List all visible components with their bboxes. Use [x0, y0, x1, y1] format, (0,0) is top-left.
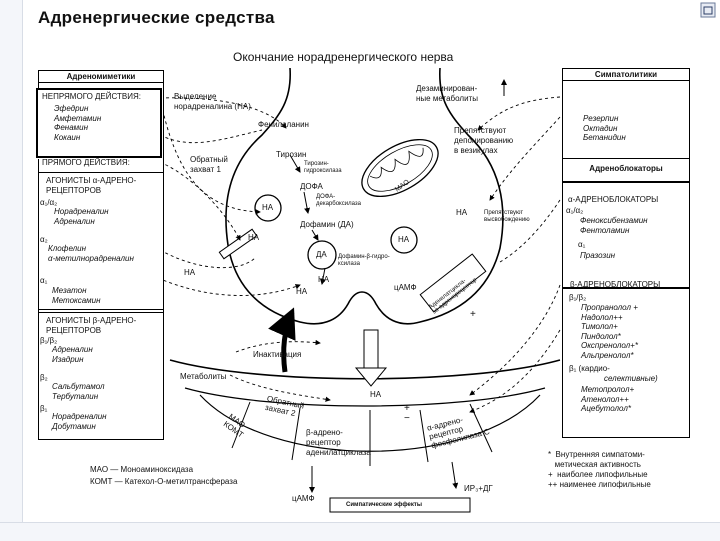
na-cleft: НА	[370, 390, 382, 399]
rb-beta1-sub: селективные)	[604, 374, 658, 383]
rb-beta1-drugs: Метопролол+ Атенолол++ Ацебутолол*	[581, 385, 635, 414]
beta-agonists-title: АГОНИСТЫ β-АДРЕНО- РЕЦЕПТОРОВ	[46, 316, 137, 335]
mitochondrion	[361, 138, 439, 198]
alpha2-drugs: Клофелин α-метилнорадреналин	[48, 244, 134, 263]
tyrosine-label: Тирозин	[276, 150, 307, 159]
prevent-deposit-label: Препятствуют депонированию в везикулах	[454, 126, 514, 155]
ip3-dg-label: ИР₃+ДГ	[464, 484, 493, 493]
beta-blockers-title: β-АДРЕНОБЛОКАТОРЫ	[570, 280, 661, 289]
beta2-label: β₂	[40, 373, 48, 382]
alpha1-label: α₁	[40, 276, 48, 285]
sympatholytics-header: Симпатолитики	[563, 69, 689, 81]
deaminated-label: Дезаминирован- ные метаболиты	[416, 84, 478, 103]
rb-alpha1-drugs: Празозин	[580, 251, 616, 260]
alpha1-drugs: Мезатон Метоксамин	[52, 286, 101, 305]
rb-alpha12-drugs: Феноксибензамин Фентоламин	[580, 216, 648, 235]
inactivation-arrow	[268, 307, 296, 373]
na-vesicle-left: НА	[262, 203, 274, 212]
reuptake1-label: Обратный захват 1	[190, 155, 228, 174]
direct-action-title: ПРЯМОГО ДЕЙСТВИЯ:	[42, 158, 130, 167]
na-vesicle-right: НА	[398, 235, 410, 244]
tyrosine-hydroxylase-label: Тирозин- гидроксилаза	[304, 161, 342, 174]
alpha-blockers-title: α-АДРЕНОБЛОКАТОРЫ	[568, 195, 659, 204]
inactivation-label: Инактивация	[253, 350, 302, 359]
alpha-agonists-box	[38, 172, 164, 310]
vesicle-da	[307, 240, 337, 270]
legend-mao: МАО — Моноаминоксидаза	[90, 465, 194, 474]
vesicle-na-right	[390, 226, 418, 254]
plus-cleft: +	[404, 403, 410, 414]
slide-left-frame	[0, 0, 23, 540]
terminal-membrane	[225, 67, 504, 325]
sympatholytic-drugs: Резерпин Октадин Бетанидин	[583, 114, 626, 143]
beta-blockers-box	[562, 288, 690, 438]
dbh-label: Дофамин-β-гидро- ксилаза	[338, 254, 390, 267]
window-restore-icon[interactable]	[700, 2, 716, 18]
rb-beta12-label: β₁/β₂	[569, 293, 587, 302]
na-outside-left: НА	[184, 268, 196, 277]
na-below-da: НА	[318, 275, 330, 284]
beta12-drugs: Адреналин Изадрин	[52, 345, 93, 364]
beta1-label: β₁	[40, 404, 48, 413]
adrenoblockers-header: Адреноблокаторы	[589, 164, 663, 173]
rb-alpha12-label: α₁/α₂	[566, 206, 584, 215]
da-vesicle: ДА	[316, 250, 327, 259]
beta-receptor-label: β-адрено- рецептор аденилатциклаза	[306, 428, 371, 457]
beta2-drugs: Сальбутамол Тербуталин	[52, 382, 105, 401]
camp-label: цАМФ	[394, 283, 417, 292]
symp-effects-box	[329, 497, 471, 513]
footnotes: * Внутренняя симпатоми- метическая актив…	[548, 450, 651, 489]
dopamine-label: Дофамин (ДА)	[300, 220, 354, 229]
rb-beta12-drugs: Пропранолол + Надолол++ Тимолол+ Пиндоло…	[581, 303, 638, 360]
release-arrow-head	[354, 367, 388, 387]
camp-bottom-label: цАМФ	[292, 494, 315, 503]
alpha-agonists-title: АГОНИСТЫ α-АДРЕНО- РЕЦЕПТОРОВ	[46, 176, 137, 195]
beta12-label: β₁/β₂	[40, 336, 58, 345]
alpha2-label: α₂	[40, 235, 48, 244]
symp-effects-label: Симпатические эффекты	[346, 502, 422, 508]
legend-komt: КОМТ — Катехол-О-метилтрансфераза	[90, 477, 238, 486]
dopa-label: ДОФА	[300, 182, 323, 191]
release-label: Выделение норадреналина (НА)	[174, 92, 251, 111]
beta-agonists-box	[38, 312, 164, 440]
alpha12-drugs: Норадреналин Адреналин	[54, 207, 109, 226]
prevent-release-label: Препятствуют высвобождению	[484, 210, 530, 223]
receptor-divider-1	[231, 401, 251, 449]
phenylalanine-label: Фенилаланин	[258, 120, 309, 129]
indirect-drugs: Эфедрин Амфетамин Фенамин Кокаин	[54, 104, 102, 142]
indirect-action-title: НЕПРЯМОГО ДЕЙСТВИЯ:	[42, 92, 142, 101]
slide-title: Адренергические средства	[38, 8, 275, 27]
na-near-reuptake: НА	[248, 233, 260, 242]
rb-alpha1-label: α₁	[578, 240, 586, 249]
plus-right: +	[470, 309, 476, 320]
direct-action-label-box	[38, 157, 162, 159]
beta1-drugs: Норадреналин Добутамин	[52, 412, 107, 431]
na-right-side: НА	[456, 208, 468, 217]
postsynaptic-membrane-inner	[184, 387, 546, 407]
receptor-divider-2	[291, 407, 301, 461]
rb-beta1-label: β₁ (кардио-	[569, 364, 610, 373]
na-bottom-terminal: НА	[296, 287, 308, 296]
slide-bottom-frame	[0, 522, 720, 541]
adrenoblockers-header-box: Адреноблокаторы	[562, 158, 690, 182]
adrenomimetics-header: Адреномиметики	[39, 71, 163, 83]
alpha-blockers-box	[562, 182, 690, 288]
receptor-divider-4	[419, 409, 429, 463]
release-arrow-shaft	[363, 329, 379, 371]
alpha12-label: α₁/α₂	[40, 198, 58, 207]
metabolites-label: Метаболиты	[180, 372, 227, 381]
vesicle-na-left	[254, 194, 282, 222]
nerve-title: Окончание норадренергического нерва	[233, 50, 454, 64]
minus-cleft: −	[404, 413, 410, 424]
dopa-decarboxylase-label: ДОФА- декарбоксилаза	[316, 194, 361, 207]
